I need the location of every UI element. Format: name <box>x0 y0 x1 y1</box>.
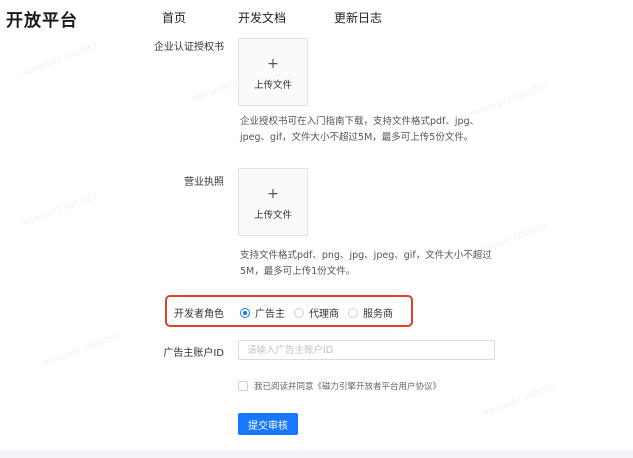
developer-role-label: 开发者角色 <box>174 309 224 320</box>
bottom-strip <box>0 450 633 458</box>
watermark: wangyu92 1602057 <box>480 381 559 418</box>
brand-title: 开放平台 <box>6 11 78 31</box>
auth-letter-hint: 企业授权书可在入门指南下载，支持文件格式pdf、jpg、 jpeg、gif，文件… <box>240 114 479 146</box>
role-option-advertiser[interactable]: 广告主 <box>240 305 285 320</box>
nav-home[interactable]: 首页 <box>162 11 187 25</box>
plus-icon: + <box>267 186 279 202</box>
radio-label: 服务商 <box>363 309 393 320</box>
business-license-hint: 支持文件格式pdf、png、jpg、jpeg、gif，文件大小不超过 5M，最多… <box>240 248 492 280</box>
role-option-service-provider[interactable]: 服务商 <box>348 305 393 320</box>
plus-icon: + <box>267 56 279 72</box>
upload-text: 上传文件 <box>253 210 292 221</box>
watermark: wangyu92 1602057 <box>40 331 119 368</box>
business-license-upload[interactable]: + 上传文件 <box>238 168 308 236</box>
agreement-text[interactable]: 我已阅读并同意《磁力引擎开放者平台用户协议》 <box>254 382 442 392</box>
watermark: wangyu92 1602057 <box>470 81 549 118</box>
radio-checked-icon[interactable] <box>240 307 250 318</box>
agreement-row: 我已阅读并同意《磁力引擎开放者平台用户协议》 <box>238 380 441 392</box>
nav-changelog[interactable]: 更新日志 <box>334 11 383 25</box>
auth-letter-label: 企业认证授权书 <box>154 42 224 53</box>
account-id-input[interactable] <box>238 340 495 360</box>
watermark: wangyu92 1602057 <box>20 191 99 228</box>
radio-label: 代理商 <box>309 309 339 320</box>
radio-label: 广告主 <box>255 309 285 320</box>
submit-review-button[interactable]: 提交审核 <box>238 413 298 435</box>
role-highlight-frame <box>165 295 413 327</box>
top-navigation-bar: 开放平台 首页 开发文档 更新日志 <box>0 0 633 34</box>
upload-text: 上传文件 <box>253 80 292 91</box>
agreement-checkbox[interactable] <box>238 381 248 391</box>
role-option-agency[interactable]: 代理商 <box>294 305 339 320</box>
hint-line: 支持文件格式pdf、png、jpg、jpeg、gif，文件大小不超过 <box>240 250 492 261</box>
auth-letter-upload[interactable]: + 上传文件 <box>238 38 308 106</box>
account-id-label: 广告主账户ID <box>163 348 224 359</box>
radio-unchecked-icon[interactable] <box>348 307 358 318</box>
developer-role-radio-group: 广告主 代理商 服务商 <box>240 305 402 320</box>
nav-dev-docs[interactable]: 开发文档 <box>238 11 287 25</box>
radio-unchecked-icon[interactable] <box>294 307 304 318</box>
hint-line: 5M，最多可上传1份文件。 <box>240 266 356 277</box>
hint-line: 企业授权书可在入门指南下载，支持文件格式pdf、jpg、 <box>240 116 480 127</box>
business-license-label: 营业执照 <box>184 177 224 188</box>
watermark: wangyu92 1602057 <box>20 41 99 78</box>
hint-line: jpeg、gif，文件大小不超过5M，最多可上传5份文件。 <box>240 132 474 143</box>
